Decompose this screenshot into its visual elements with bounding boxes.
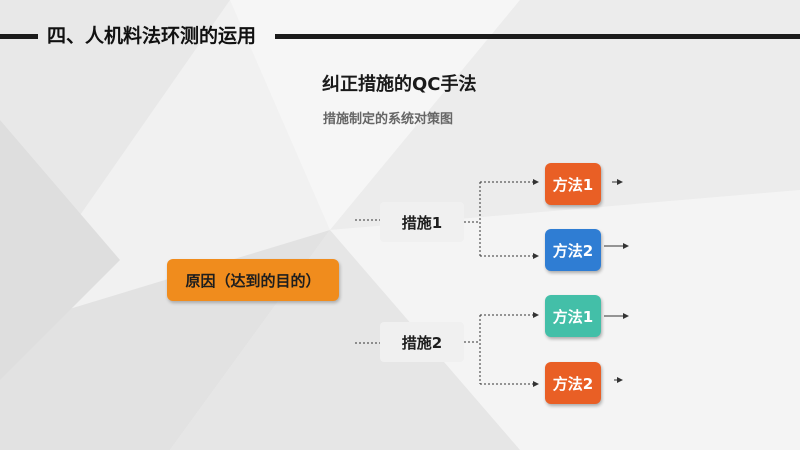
header-bar-right [275,34,800,39]
measure-node-1: 措施1 [380,202,464,242]
method-node-1-1: 方法1 [545,163,601,205]
measure-node-2: 措施2 [380,322,464,362]
method-node-2-1: 方法1 [545,295,601,337]
page-subtitle: 措施制定的系统对策图 [323,112,454,127]
header-bar-left [0,34,38,39]
cause-node: 原因（达到的目的） [167,259,339,301]
method-node-2-2: 方法2 [545,362,601,404]
page-title: 纠正措施的QC手法 [322,74,477,95]
method-node-1-2: 方法2 [545,229,601,271]
section-title: 四、人机料法环测的运用 [47,25,257,47]
